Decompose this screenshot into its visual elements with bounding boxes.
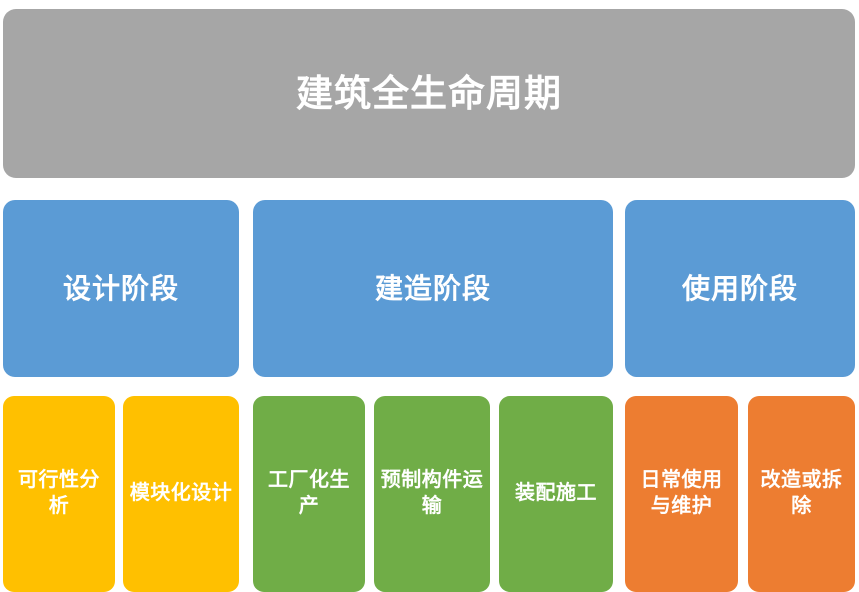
task-node-modular-design[interactable]: 模块化设计 xyxy=(123,396,239,592)
phase-node-construction[interactable]: 建造阶段 xyxy=(253,200,613,377)
task-node-component-transport[interactable]: 预制构件运输 xyxy=(374,396,490,592)
task-node-modular-design-label: 模块化设计 xyxy=(129,482,233,505)
task-node-assembly-construction[interactable]: 装配施工 xyxy=(499,396,613,592)
root-node-building-lifecycle[interactable]: 建筑全生命周期 xyxy=(3,9,855,178)
phase-node-operation-label: 使用阶段 xyxy=(681,272,798,304)
task-node-factory-production-label: 工厂化生产 xyxy=(268,469,350,517)
phase-node-operation[interactable]: 使用阶段 xyxy=(625,200,855,377)
task-node-renovation-demolition[interactable]: 改造或拆除 xyxy=(748,396,855,592)
lifecycle-diagram: 建筑全生命周期 设计阶段 建造阶段 使用阶段 可行性分析 模块化设计 工厂化生产… xyxy=(3,9,855,592)
task-node-factory-production[interactable]: 工厂化生产 xyxy=(253,396,365,592)
task-node-component-transport-label: 预制构件运输 xyxy=(380,469,484,517)
task-node-assembly-construction-label: 装配施工 xyxy=(515,482,597,505)
phase-node-construction-label: 建造阶段 xyxy=(374,272,491,304)
task-node-feasibility-analysis[interactable]: 可行性分析 xyxy=(3,396,115,592)
phase-node-design-label: 设计阶段 xyxy=(62,272,179,304)
task-node-daily-use-maintenance[interactable]: 日常使用与维护 xyxy=(625,396,738,592)
task-node-feasibility-analysis-label: 可行性分析 xyxy=(18,469,100,517)
task-node-renovation-demolition-label: 改造或拆除 xyxy=(760,469,843,517)
phase-node-design[interactable]: 设计阶段 xyxy=(3,200,239,377)
root-node-label: 建筑全生命周期 xyxy=(296,72,562,114)
task-node-daily-use-maintenance-label: 日常使用与维护 xyxy=(640,469,723,517)
